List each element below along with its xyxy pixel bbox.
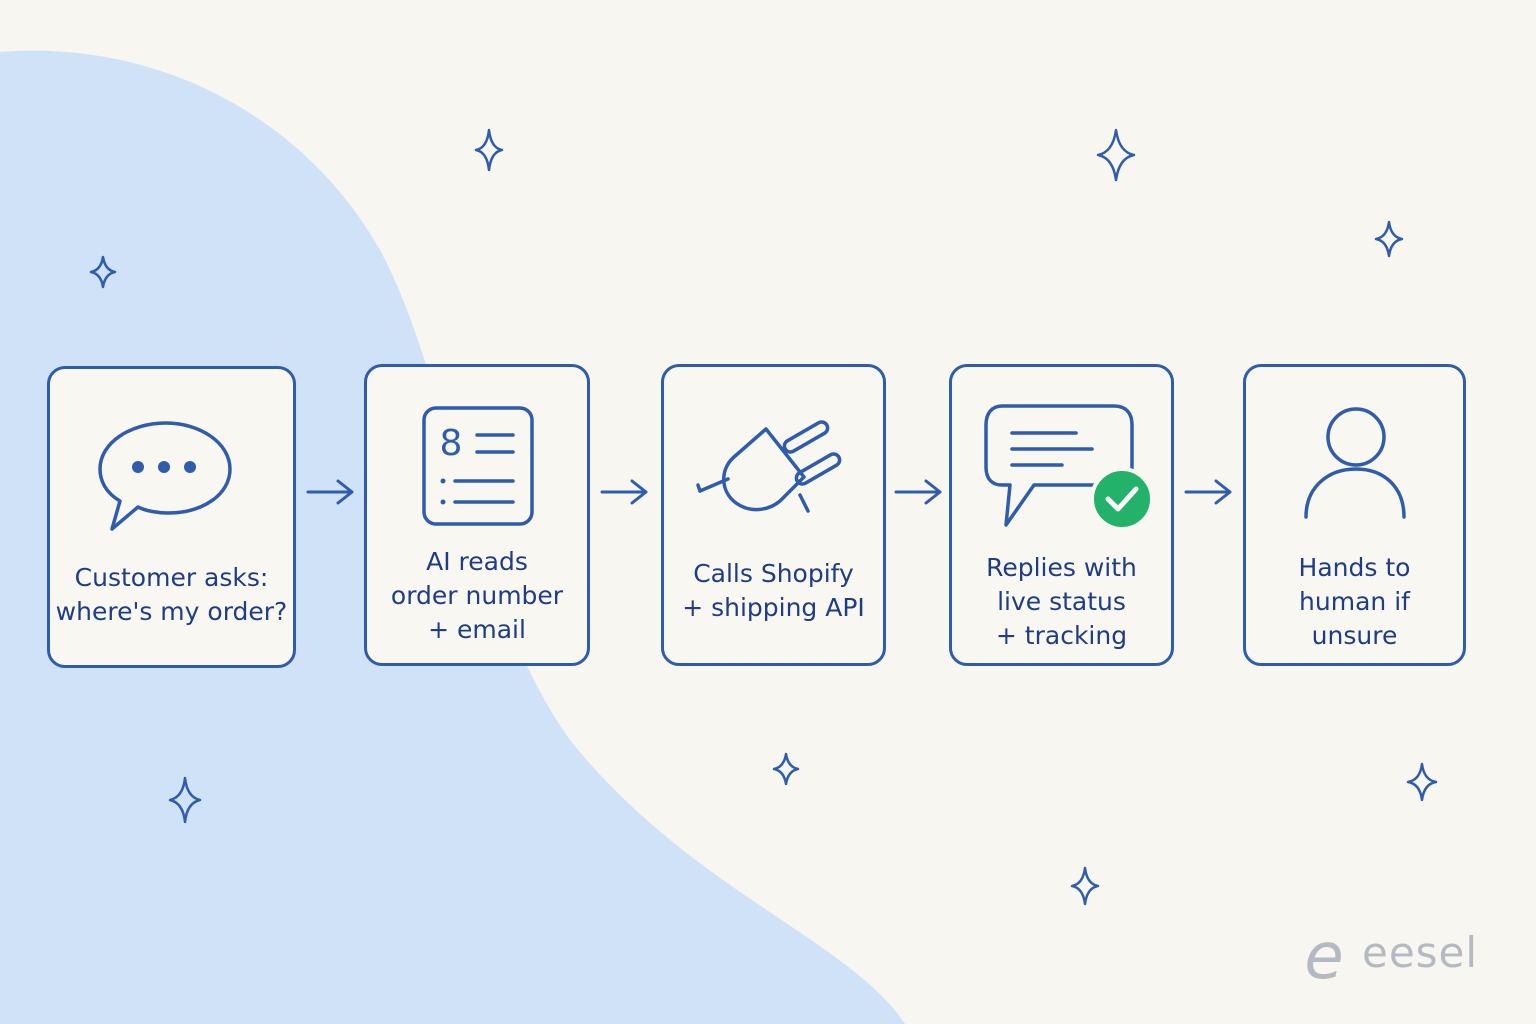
eesel-logo-mark: e bbox=[1304, 926, 1343, 986]
step-customer-asks: Customer asks: where's my order? bbox=[47, 366, 296, 668]
step-label: Customer asks: where's my order? bbox=[55, 563, 288, 626]
step-hands-to-human: Hands to human if unsure bbox=[1243, 364, 1466, 666]
step-label: AI reads order number + email bbox=[390, 547, 564, 644]
sparkle-icon bbox=[168, 776, 202, 824]
step-replies-with-status: Replies with live status + tracking bbox=[949, 364, 1174, 666]
speech-bubble-icon bbox=[98, 421, 232, 531]
sparkle-icon bbox=[1070, 866, 1100, 906]
step-calls-shopify: Calls Shopify + shipping API bbox=[661, 364, 886, 666]
eesel-logo: e eesel bbox=[1298, 926, 1498, 986]
step-ai-reads: 8 AI reads order number + email bbox=[364, 364, 590, 666]
step-label: Hands to human if unsure bbox=[1298, 553, 1411, 650]
sparkle-icon bbox=[89, 255, 117, 289]
order-form-icon: 8 bbox=[422, 406, 534, 526]
arrow-right-icon bbox=[1184, 479, 1232, 505]
sparkle-icon bbox=[474, 128, 504, 172]
person-icon bbox=[1304, 407, 1406, 519]
sparkle-icon bbox=[772, 752, 800, 786]
sparkle-icon bbox=[1096, 128, 1136, 182]
svg-text:e: e bbox=[1304, 926, 1343, 986]
order-number-glyph: 8 bbox=[440, 423, 463, 464]
sparkle-icon bbox=[1406, 762, 1438, 802]
arrow-right-icon bbox=[894, 479, 942, 505]
arrow-right-icon bbox=[306, 479, 354, 505]
check-circle-icon bbox=[1090, 467, 1154, 531]
eesel-logo-text: eesel bbox=[1362, 928, 1479, 977]
step-label: Calls Shopify + shipping API bbox=[682, 559, 865, 622]
step-label: Replies with live status + tracking bbox=[986, 553, 1137, 650]
sparkle-icon bbox=[1374, 220, 1404, 258]
arrow-right-icon bbox=[600, 479, 648, 505]
plug-icon bbox=[696, 420, 842, 513]
message-check-icon bbox=[984, 404, 1154, 531]
